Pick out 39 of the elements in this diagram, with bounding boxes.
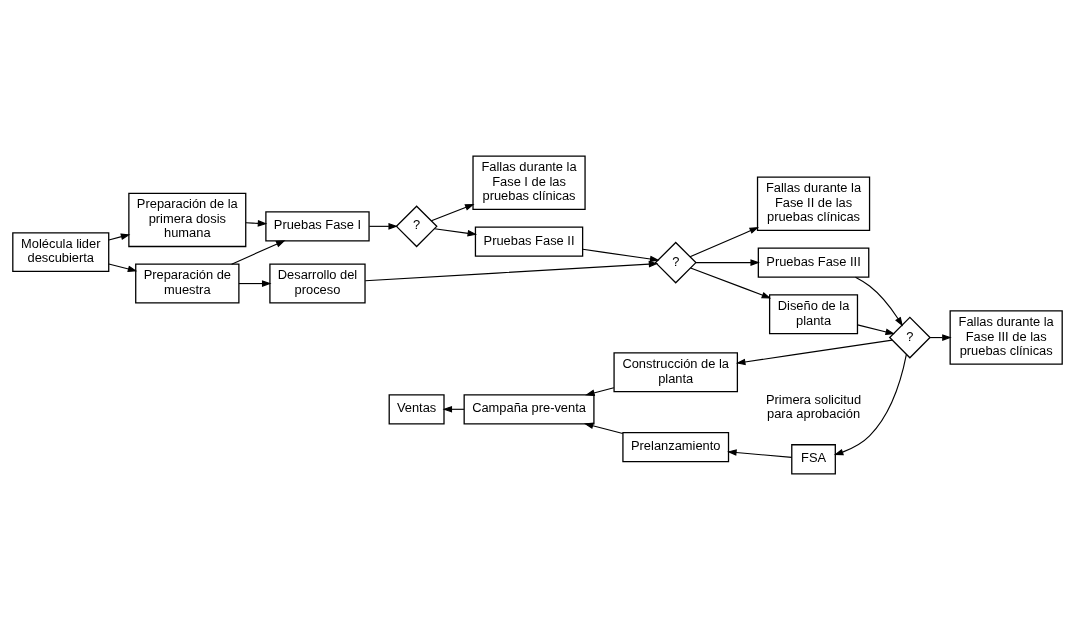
- arrow: [433, 227, 478, 237]
- arrow: [833, 353, 907, 455]
- arrow: [585, 386, 615, 396]
- node-box: Desarrollo del proceso: [269, 263, 366, 304]
- arrow: [690, 266, 772, 298]
- node-box: Campaña pre-venta: [463, 393, 595, 424]
- arrow: [854, 276, 903, 326]
- node-box: Pruebas Fase III: [757, 246, 870, 278]
- node-diamond: ?: [654, 241, 697, 284]
- node-diamond: ?: [395, 204, 438, 247]
- arrow: [364, 260, 659, 281]
- node-box: FSA: [791, 443, 836, 474]
- arrow: [108, 262, 138, 272]
- node-box: Fallas durante la Fase I de las pruebas clínicas: [472, 155, 586, 210]
- node-box: Preparación de la primera dosis humana: [128, 192, 247, 247]
- node-label: Primera solicitud para aprobación: [765, 391, 862, 421]
- arrow: [727, 448, 793, 458]
- arrow: [238, 279, 272, 287]
- arrow: [245, 219, 268, 227]
- arrow: [368, 222, 398, 230]
- arrow: [583, 422, 624, 434]
- node-box: Molécula lider descubierta: [12, 231, 110, 272]
- arrow: [735, 339, 893, 365]
- node-box: Prelanzamiento: [622, 431, 730, 462]
- arrow: [695, 258, 760, 266]
- node-box: Pruebas Fase II: [474, 226, 584, 257]
- node-box: Preparación de muestra: [135, 263, 240, 304]
- arrow: [231, 239, 286, 265]
- arrow: [582, 248, 660, 262]
- node-box: Construcción de la planta: [613, 351, 739, 392]
- node-box: Ventas: [388, 393, 445, 424]
- node-box: Fallas durante la Fase II de las pruebas clínicas: [756, 176, 871, 231]
- node-box: Fallas durante la Fase III de las pruebas clínicas: [949, 309, 1063, 365]
- arrow: [108, 233, 131, 240]
- arrow: [689, 226, 760, 257]
- node-box: Diseño de la planta: [768, 293, 859, 334]
- arrow: [430, 203, 475, 221]
- arrow: [856, 323, 895, 335]
- node-box: Pruebas Fase I: [265, 210, 370, 241]
